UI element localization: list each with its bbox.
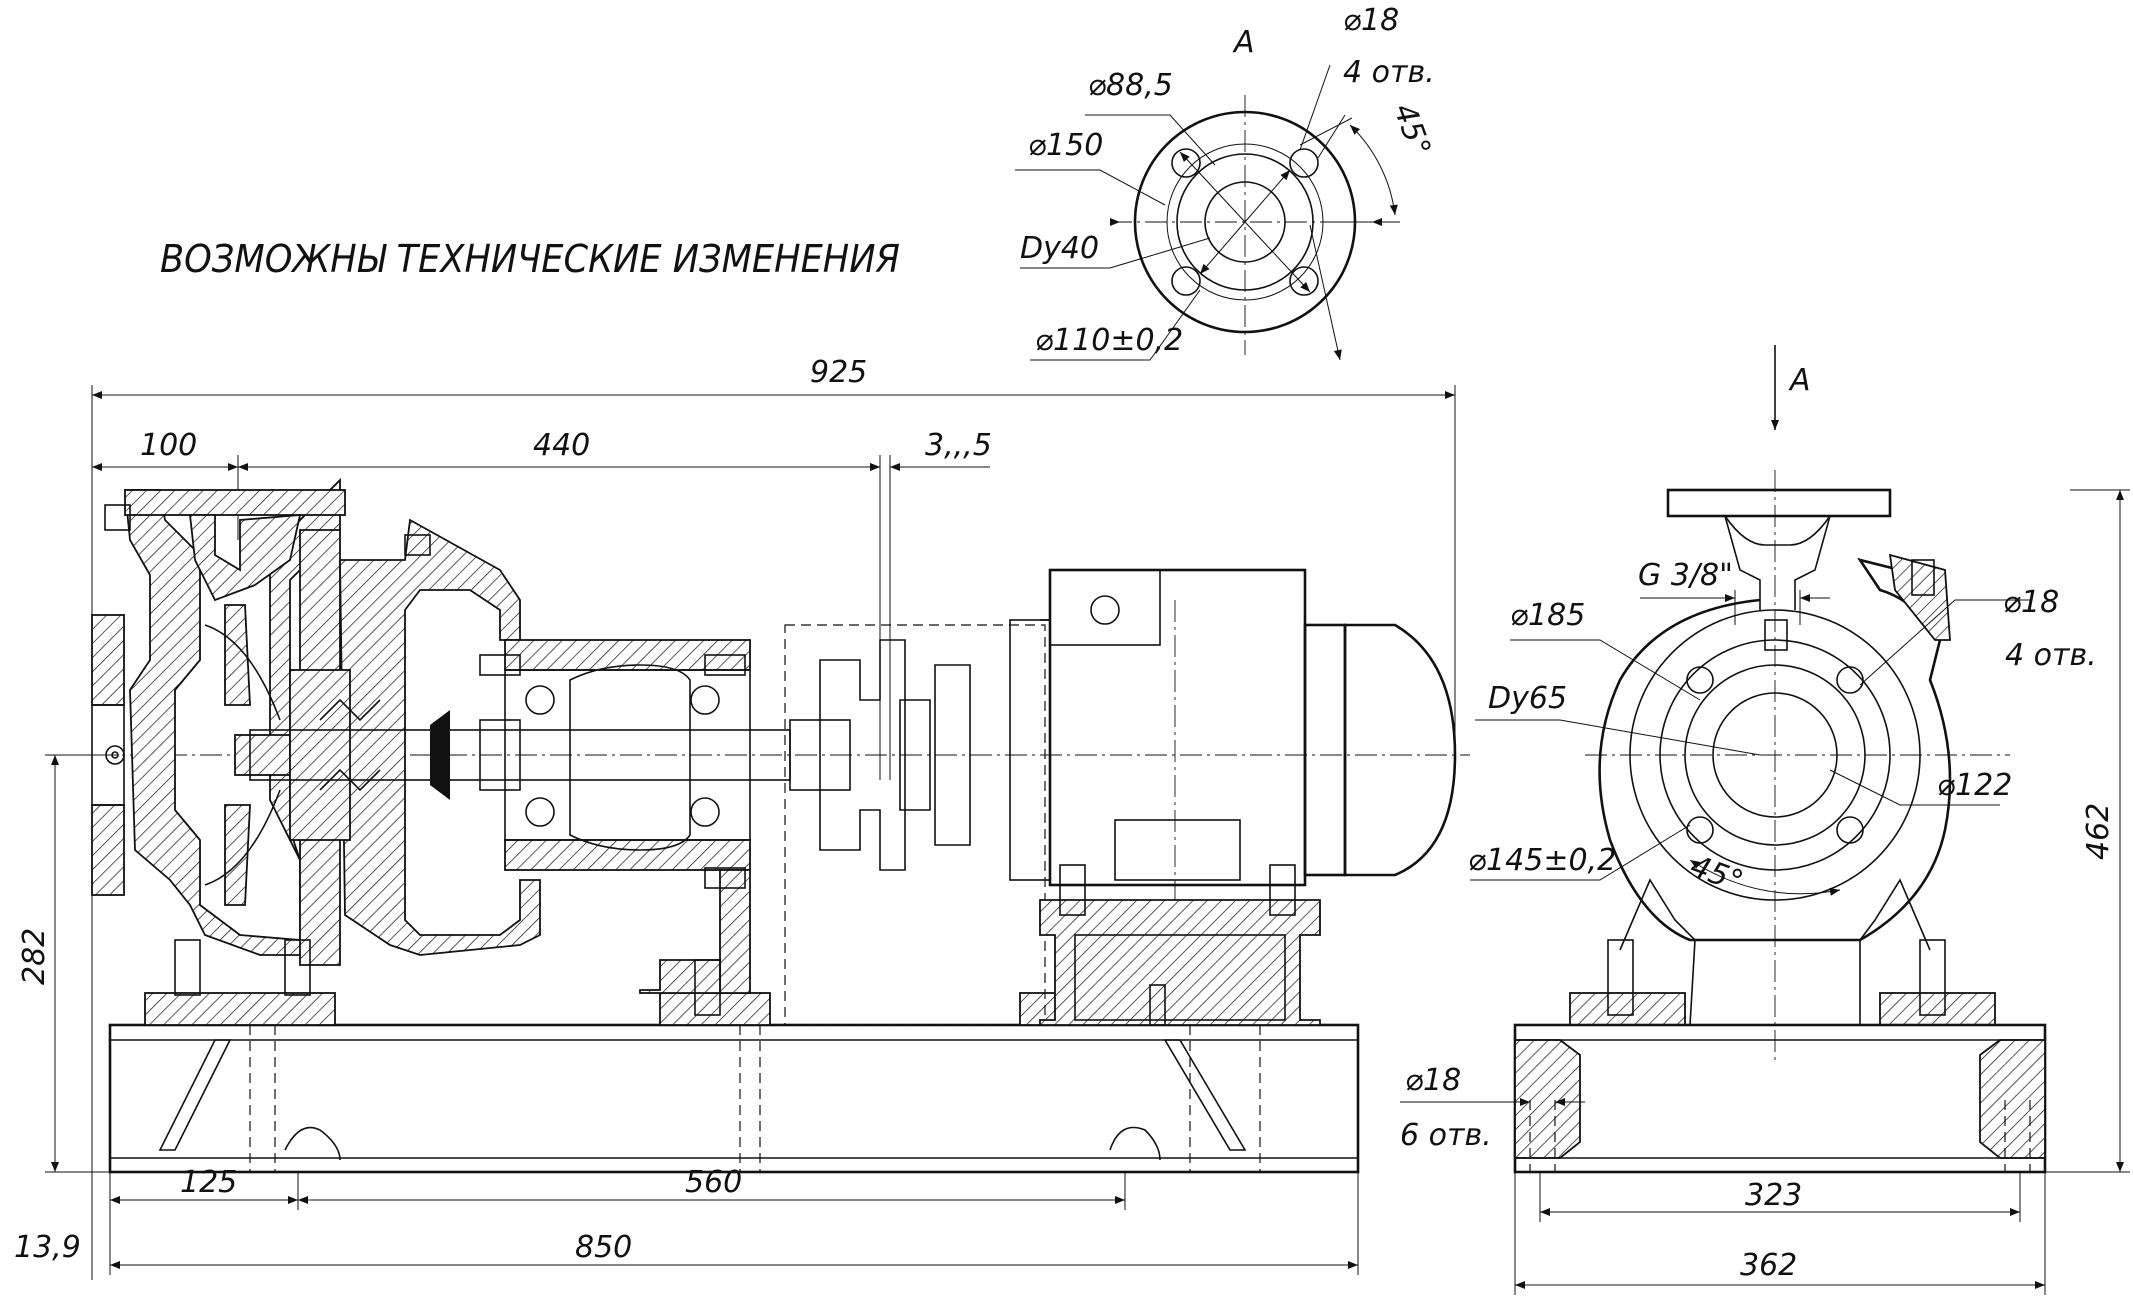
side-flange-angle: 45°	[1686, 849, 1748, 900]
view-a-hole-count: 4 отв.	[1343, 55, 1435, 90]
view-a-angle: 45°	[1386, 99, 1437, 161]
side-view-arrow-label: A	[1788, 363, 1811, 398]
overall-length: 925	[810, 355, 867, 390]
base-width: 362	[1740, 1248, 1797, 1283]
shaft-height: 282	[17, 928, 52, 985]
overall-height: 462	[2081, 803, 2116, 860]
side-flange-nominal-bore: Dy65	[1488, 681, 1567, 716]
foot-spacing: 560	[685, 1165, 742, 1200]
view-a-hole-diameter: ⌀18	[1343, 3, 1399, 38]
shaft-length: 440	[533, 428, 590, 463]
view-a-bolt-circle: ⌀110±0,2	[1035, 323, 1183, 358]
technical-changes-note: ВОЗМОЖНЫ ТЕХНИЧЕСКИЕ ИЗМЕНЕНИЯ	[160, 237, 900, 281]
view-a-inner-circle: ⌀88,5	[1088, 68, 1173, 103]
side-flange-outer-diameter: ⌀185	[1510, 598, 1585, 633]
view-a-outer-diameter: ⌀150	[1028, 128, 1103, 163]
view-a-flange	[1015, 64, 1400, 361]
view-a-nominal-bore: Dy40	[1020, 231, 1099, 266]
inlet-offset: 100	[140, 428, 197, 463]
base-length: 850	[575, 1230, 632, 1265]
foot-offset: 125	[180, 1165, 237, 1200]
side-flange-hole-diameter: ⌀18	[2003, 585, 2059, 620]
base-hole-diameter: ⌀18	[1405, 1063, 1461, 1098]
side-flange-inner-circle: ⌀122	[1937, 768, 2012, 803]
view-a-label: A	[1232, 25, 1255, 60]
side-flange-hole-count: 4 отв.	[2005, 638, 2097, 673]
side-flange-bolt-circle: ⌀145±0,2	[1468, 843, 1616, 878]
base-thickness: 13,9	[14, 1230, 81, 1265]
base-hole-count: 6 отв.	[1400, 1118, 1492, 1153]
drain-thread: G 3/8"	[1638, 558, 1733, 593]
base-hole-spacing: 323	[1745, 1178, 1802, 1213]
pump-unit-front-view	[45, 385, 1470, 1280]
pump-side-view	[1400, 345, 2130, 1295]
gap-dimension: 3,,,5	[925, 428, 992, 463]
